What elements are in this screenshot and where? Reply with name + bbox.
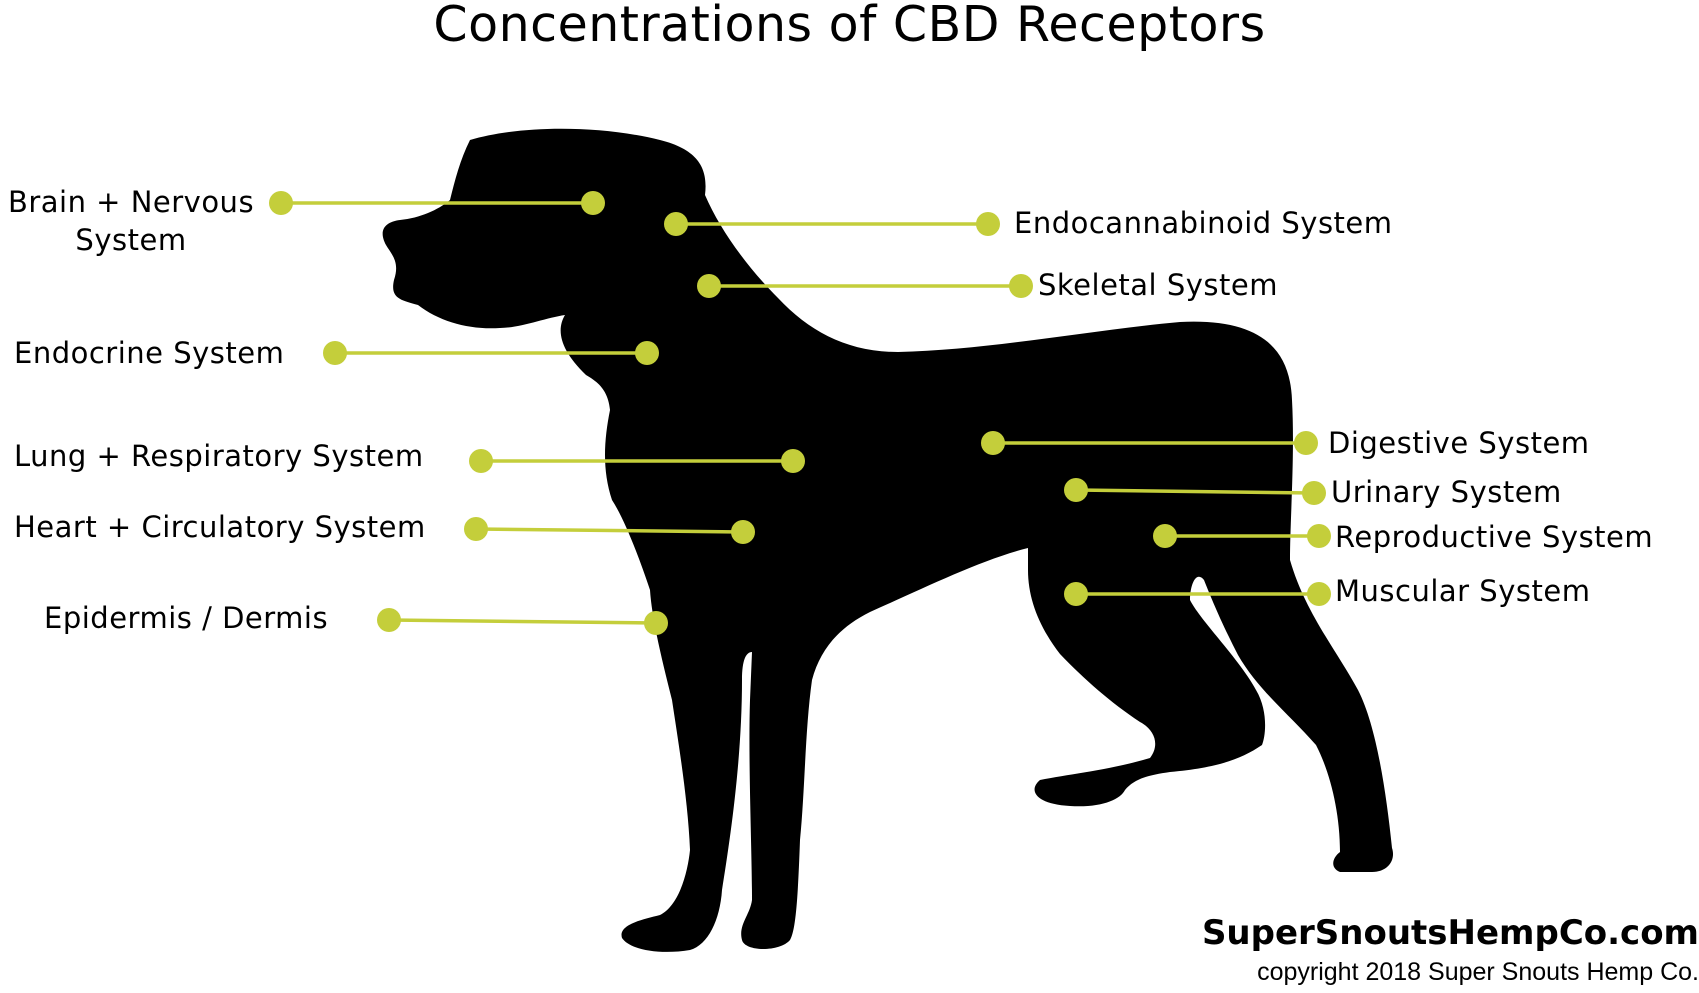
dot-lung-inner: [781, 449, 805, 473]
dot-endocrine-inner: [635, 341, 659, 365]
dot-skeletal-inner: [697, 274, 721, 298]
connector-heart: [475, 527, 744, 534]
label-heart-circulatory-system: Heart + Circulatory System: [14, 510, 426, 544]
dot-brain-inner: [581, 191, 605, 215]
dot-endocrine-outer: [323, 341, 347, 365]
dot-urinary-outer: [1302, 481, 1326, 505]
label-endocrine-system: Endocrine System: [14, 336, 285, 370]
dot-endocannabinoid-inner: [664, 212, 688, 236]
label-brain-nervous-system: Brain + Nervous System: [7, 185, 255, 257]
dot-epidermis-outer: [377, 608, 401, 632]
dot-muscular-outer: [1307, 582, 1331, 606]
label-digestive-system: Digestive System: [1328, 426, 1590, 460]
label-endocannabinoid-system: Endocannabinoid System: [1014, 206, 1393, 240]
dot-skeletal-outer: [1009, 274, 1033, 298]
dot-muscular-inner: [1064, 582, 1088, 606]
label-epidermis-dermis: Epidermis / Dermis: [44, 601, 329, 635]
connector-lines: [281, 201, 1319, 625]
dot-reproductive-outer: [1307, 524, 1331, 548]
dot-digestive-inner: [981, 431, 1005, 455]
label-reproductive-system: Reproductive System: [1335, 520, 1654, 554]
dot-epidermis-inner: [644, 611, 668, 635]
label-lung-respiratory-system: Lung + Respiratory System: [14, 439, 424, 473]
copyright-notice: copyright 2018 Super Snouts Hemp Co.: [1257, 958, 1699, 986]
dot-brain-outer: [269, 191, 293, 215]
dot-endocannabinoid-outer: [976, 212, 1000, 236]
dot-heart-outer: [464, 517, 488, 541]
dot-heart-inner: [731, 520, 755, 544]
connector-urinary: [1075, 488, 1315, 495]
diagram-title: Concentrations of CBD Receptors: [433, 0, 1266, 53]
dot-digestive-outer: [1294, 431, 1318, 455]
website-url: SuperSnoutsHempCo.com: [1201, 913, 1699, 953]
dot-lung-outer: [469, 449, 493, 473]
connector-epidermis: [388, 618, 657, 625]
connector-dots: [269, 191, 1331, 635]
dot-urinary-inner: [1064, 478, 1088, 502]
dog-silhouette: [382, 128, 1394, 952]
dot-reproductive-inner: [1153, 524, 1177, 548]
label-skeletal-system: Skeletal System: [1038, 268, 1278, 302]
label-muscular-system: Muscular System: [1335, 574, 1591, 608]
label-urinary-system: Urinary System: [1331, 475, 1562, 509]
